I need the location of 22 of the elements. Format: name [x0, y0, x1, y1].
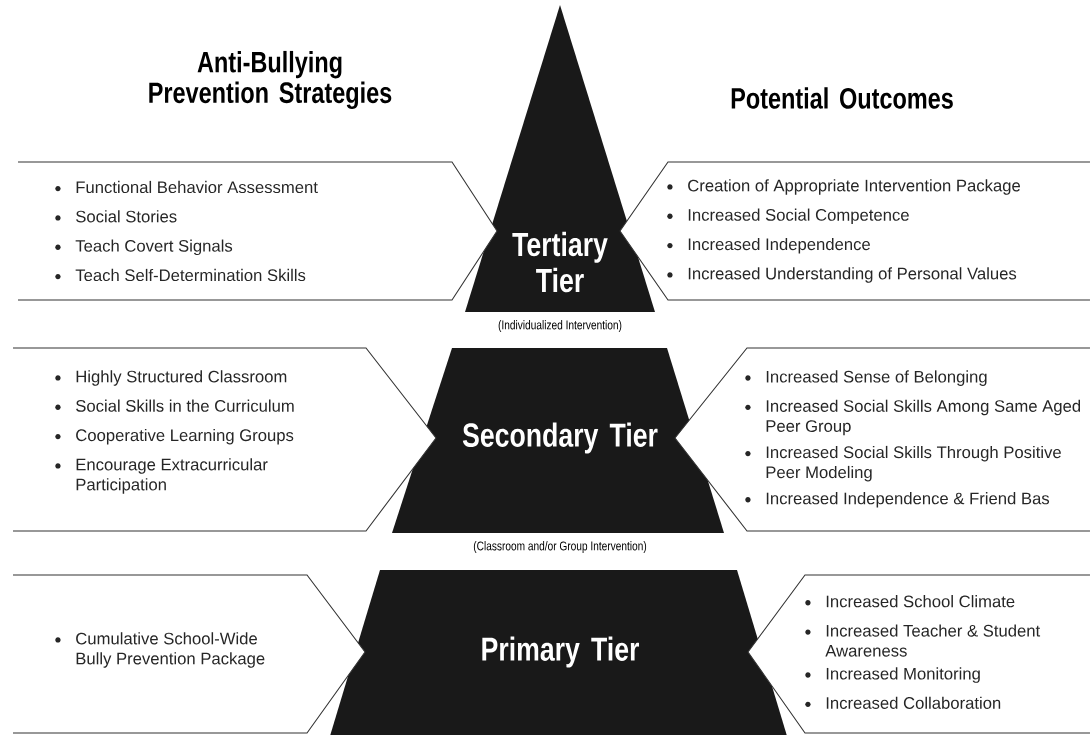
tier-caption: (Individualized Intervention): [498, 320, 622, 332]
tier-caption: (Classroom and/or Group Intervention): [473, 541, 647, 553]
outcome-box: Creation of Appropriate Intervention Package Increased Social Competence Increased Independence Increased Understanding of Personal Values: [619, 161, 1090, 301]
tier-band: Primary Tier: [330, 570, 787, 735]
node-label: Cumulative School-Wide Bully Prevention Package: [76, 632, 265, 668]
column-heading: Anti-Bullying Prevention Strategies: [149, 50, 392, 110]
node-label: Highly Structured Classroom: [76, 370, 287, 386]
tier-band: Secondary Tier: [392, 348, 724, 533]
node-label: Teach Self-Determination Skills: [75, 268, 306, 282]
column-heading: Potential Outcomes: [731, 87, 953, 109]
strategy-box: Functional Behavior Assessment Social Stories Teach Covert Signals Teach Self-Determination Skills: [17, 161, 498, 301]
strategy-box: Cumulative School-Wide Bully Prevention Package: [12, 574, 366, 734]
strategy-box: Highly Structured Classroom Social Skills in the Curriculum Cooperative Learning Groups Encourage Extracurricular Participation: [12, 347, 437, 532]
node-label: Cooperative Learning Groups: [76, 428, 294, 445]
node-label: Social Stories: [76, 210, 177, 223]
node-label: Functional Behavior Assessment: [76, 180, 318, 194]
node-label: Social Skills in the Curriculum: [76, 399, 294, 412]
tier-band: Tertiary Tier: [465, 5, 655, 312]
node-label: Teach Covert Signals: [75, 239, 233, 256]
outcome-box: Increased School Climate Increased Teacher & Student Awareness Increased Monitoring Increased Collaboration: [747, 574, 1090, 734]
node-label: Encourage Extracurricular Participation: [76, 458, 268, 494]
outcome-box: Increased Sense of Belonging Increased Social Skills Among Same Aged Peer Group Increased Social Skills Through Positive Peer Modeling Increased Independence & Friend Bas: [674, 347, 1090, 532]
